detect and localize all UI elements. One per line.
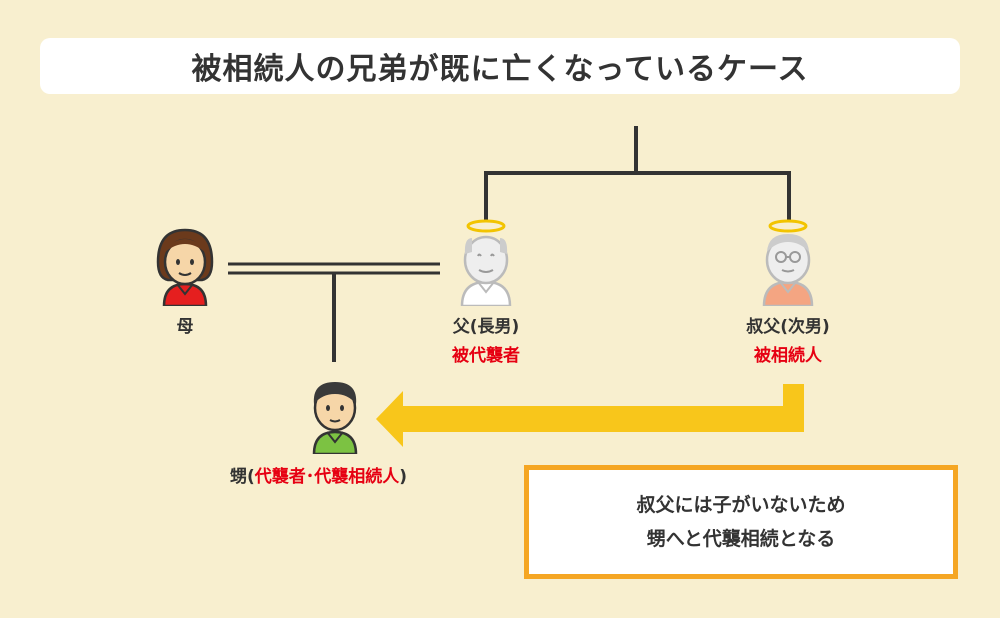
nephew-role: 代襲者･代襲相続人 [254, 467, 400, 487]
mother-icon [156, 228, 214, 306]
nephew-icon [312, 382, 358, 454]
note-line-2: 甥へと代襲相続となる [646, 528, 836, 550]
father-icon [460, 219, 512, 306]
inheritance-arrow [376, 384, 804, 447]
nephew-role-close: ) [399, 467, 408, 487]
nephew-label: 甥(代襲者･代襲相続人) [230, 462, 407, 487]
nephew-role-open: ( [247, 467, 255, 487]
uncle-icon [762, 219, 814, 306]
father-label: 父(長男) [452, 317, 520, 337]
explanation-note: 叔父には子がいないため 甥へと代襲相続となる [524, 465, 958, 579]
uncle-label: 叔父(次男) [746, 317, 830, 337]
nephew-name: 甥 [230, 467, 247, 487]
uncle-role: 被相続人 [754, 346, 822, 366]
mother-label: 母 [176, 317, 194, 337]
sibling-line [484, 171, 791, 222]
note-line-1: 叔父には子がいないため [636, 494, 846, 516]
father-role: 被代襲者 [452, 346, 520, 366]
diagram-title: 被相続人の兄弟が既に亡くなっているケース [40, 38, 960, 94]
